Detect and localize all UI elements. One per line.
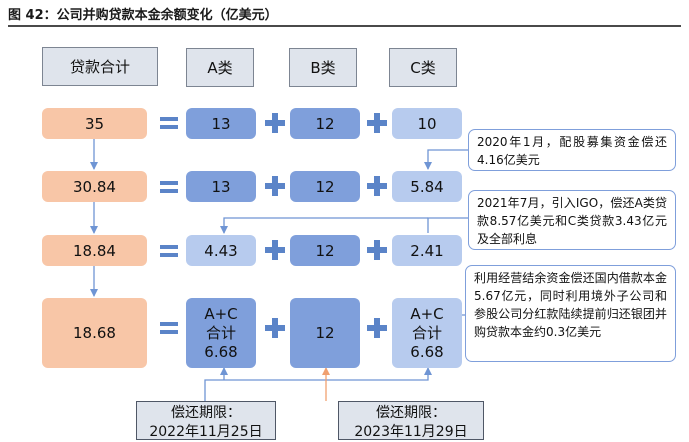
- row4-a-line2: 合计: [205, 323, 236, 342]
- note2-connector-a: [220, 217, 428, 234]
- maturity-left-arrow: [204, 367, 432, 401]
- note-2021-igo: 2021年7月，引入IGO，偿还A类贷款8.57亿美元和C类贷款3.43亿元及全…: [468, 190, 676, 250]
- row4-a-line1: A+C: [204, 304, 238, 323]
- maturity-right-date: 2023年11月29日: [354, 424, 468, 440]
- row2-a: 13: [186, 171, 256, 202]
- maturity-right: 偿还期限： 2023年11月29日: [338, 401, 484, 440]
- row1-a: 13: [186, 108, 256, 139]
- row3-c: 2.41: [392, 235, 462, 266]
- header-a: A类: [186, 48, 254, 87]
- maturity-right-label: 偿还期限：: [376, 405, 446, 421]
- row2-total: 30.84: [42, 171, 147, 202]
- row1-c: 10: [392, 108, 462, 139]
- row4-c: A+C 合计 6.68: [392, 298, 462, 368]
- maturity-left: 偿还期限： 2022年11月25日: [136, 401, 276, 440]
- header-b: B类: [289, 48, 357, 87]
- row3-a: 4.43: [186, 235, 256, 266]
- row3-total: 18.84: [42, 235, 147, 266]
- figure-title: 图 42：公司并购贷款本金余额变化（亿美元）: [8, 8, 278, 23]
- row4-total: 18.68: [42, 298, 147, 368]
- row4-a: A+C 合计 6.68: [186, 298, 256, 368]
- header-total: 贷款合计: [42, 47, 158, 86]
- maturity-left-label: 偿还期限：: [171, 405, 241, 421]
- row4-a-line3: 6.68: [204, 342, 238, 361]
- row1-total: 35: [42, 108, 147, 139]
- row3-b: 12: [290, 235, 360, 266]
- header-c: C类: [389, 48, 457, 87]
- row4-c-line3: 6.68: [410, 342, 444, 361]
- row4-c-line1: A+C: [410, 304, 444, 323]
- equals-signs: [160, 117, 178, 334]
- maturity-left-date: 2022年11月25日: [149, 424, 263, 440]
- title-divider: [8, 25, 681, 27]
- row4-c-line2: 合计: [411, 323, 442, 342]
- row2-c: 5.84: [392, 171, 462, 202]
- note-2020-repayment: 2020年1月，配股募集资金偿还4.16亿美元: [468, 129, 676, 171]
- note-early-repayment: 利用经营结余资金偿还国内借款本金5.67亿元，同时利用境外子公司和参股公司分红款…: [465, 265, 676, 362]
- row2-b: 12: [290, 171, 360, 202]
- row4-b: 12: [290, 298, 360, 368]
- note2-connector: [427, 217, 468, 233]
- row1-b: 12: [290, 108, 360, 139]
- note1-connector: [424, 149, 468, 170]
